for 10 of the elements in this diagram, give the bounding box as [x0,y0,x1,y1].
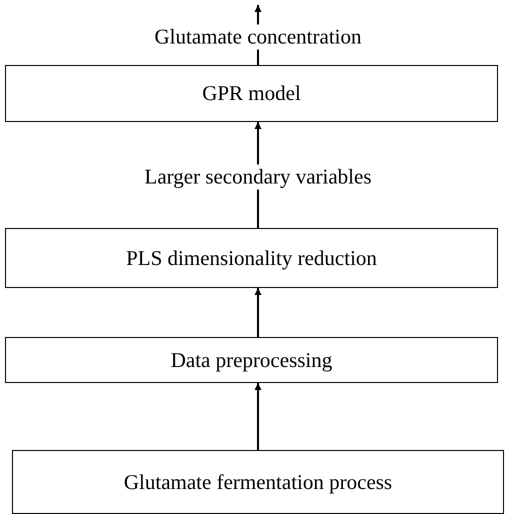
box-label: Glutamate fermentation process [124,470,392,494]
box-label: Data preprocessing [170,348,332,372]
arrow [254,383,262,450]
process-box [5,228,498,288]
process-box [5,337,498,383]
box-label: GPR model [202,81,301,106]
process-box [12,450,504,514]
process-box [5,65,498,122]
box-label: PLS dimensionality reduction [126,246,377,270]
arrow [254,288,262,337]
